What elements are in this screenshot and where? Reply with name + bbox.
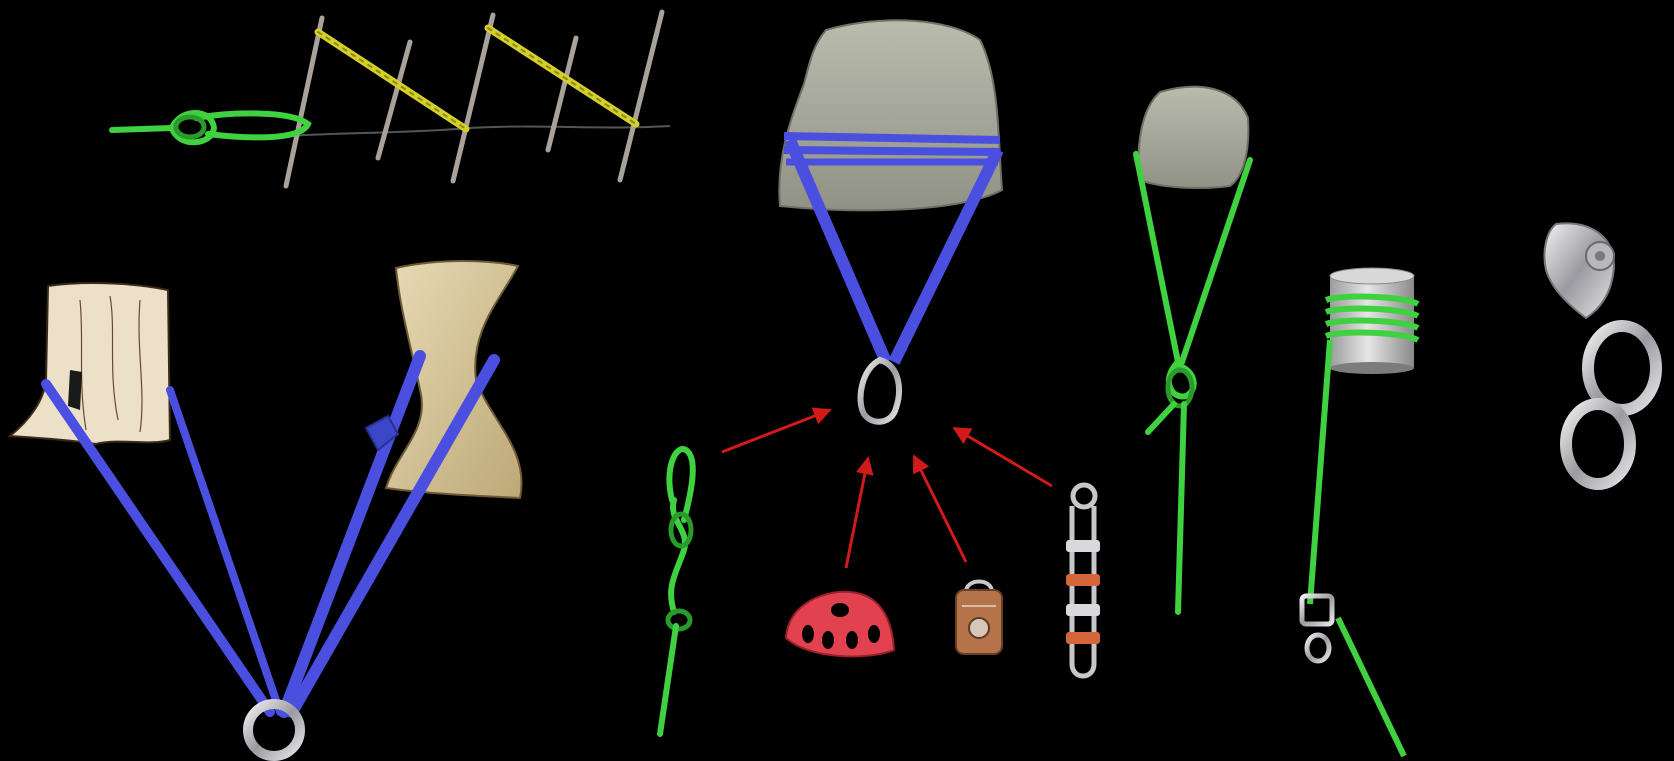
figure-eight-rope-icon	[660, 449, 693, 734]
bolt-ring-icon	[1544, 223, 1656, 484]
rock-sling-icon	[779, 20, 1002, 421]
stump-boulder-anchor-icon	[10, 261, 522, 756]
small-rock	[1139, 87, 1249, 188]
green-rope-knot	[112, 113, 308, 142]
tree-stump	[10, 283, 170, 444]
pulley-icon	[956, 582, 1002, 655]
cylinder-wrap-icon	[1302, 268, 1418, 756]
red-arrow-icon	[722, 410, 1052, 568]
rock-figure-eight-icon	[1136, 87, 1250, 612]
rescue-rack-icon	[1066, 485, 1100, 676]
rigging-plate-icon	[786, 592, 894, 657]
picket-anchor-icon	[112, 12, 670, 186]
carabiner	[861, 360, 899, 422]
picket-stakes	[286, 12, 662, 186]
